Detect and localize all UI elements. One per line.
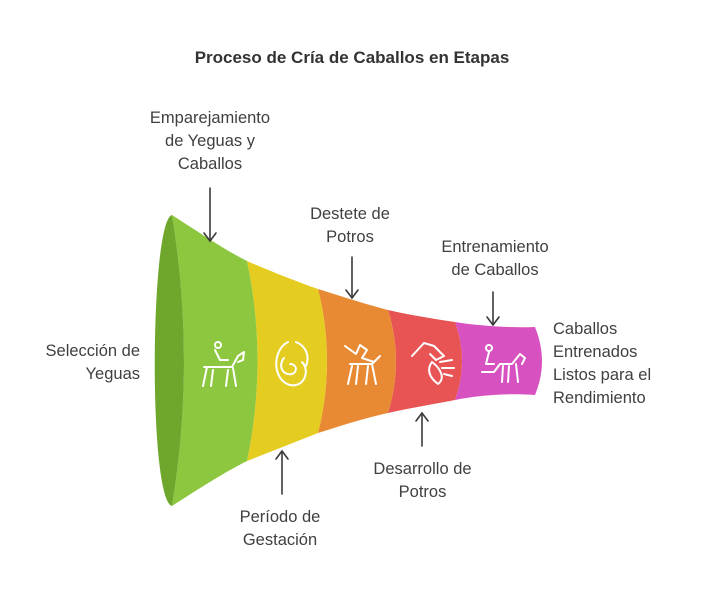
- arrow-down-stage-5: [486, 291, 500, 327]
- funnel-stage-4-development: [388, 310, 462, 413]
- stage-1-label: Emparejamiento de Yeguas y Caballos: [149, 109, 271, 173]
- funnel-stage-3-weaning: [318, 289, 396, 433]
- foal-weaning-icon: [344, 344, 381, 385]
- stage-2-label: Período de Gestación: [239, 508, 321, 549]
- funnel-stage-1-mating: [172, 215, 258, 506]
- horse-rider-icon: [202, 341, 245, 387]
- stage-4-label: Desarrollo de Potros: [373, 460, 472, 501]
- funnel-stage-5-training: [455, 322, 542, 400]
- end-label: Caballos Entrenados Listos para el Rendi…: [553, 320, 652, 407]
- arrow-down-stage-1: [203, 187, 217, 243]
- diagram-title: Proceso de Cría de Caballos en Etapas: [194, 48, 510, 67]
- funnel-mouth: [154, 215, 184, 506]
- stage-5-label: Entrenamiento de Caballos: [441, 238, 549, 279]
- funnel-stage-2-gestation: [247, 261, 327, 461]
- arrow-up-stage-2: [275, 449, 289, 495]
- arrow-up-stage-4: [415, 411, 429, 447]
- arrow-down-stage-3: [345, 256, 359, 300]
- horse-trainer-icon: [481, 344, 526, 383]
- pregnant-mare-icon: [275, 341, 309, 387]
- winged-horse-icon: [411, 342, 455, 385]
- stage-3-label: Destete de Potros: [310, 205, 390, 246]
- start-label: Selección de Yeguas: [45, 342, 140, 383]
